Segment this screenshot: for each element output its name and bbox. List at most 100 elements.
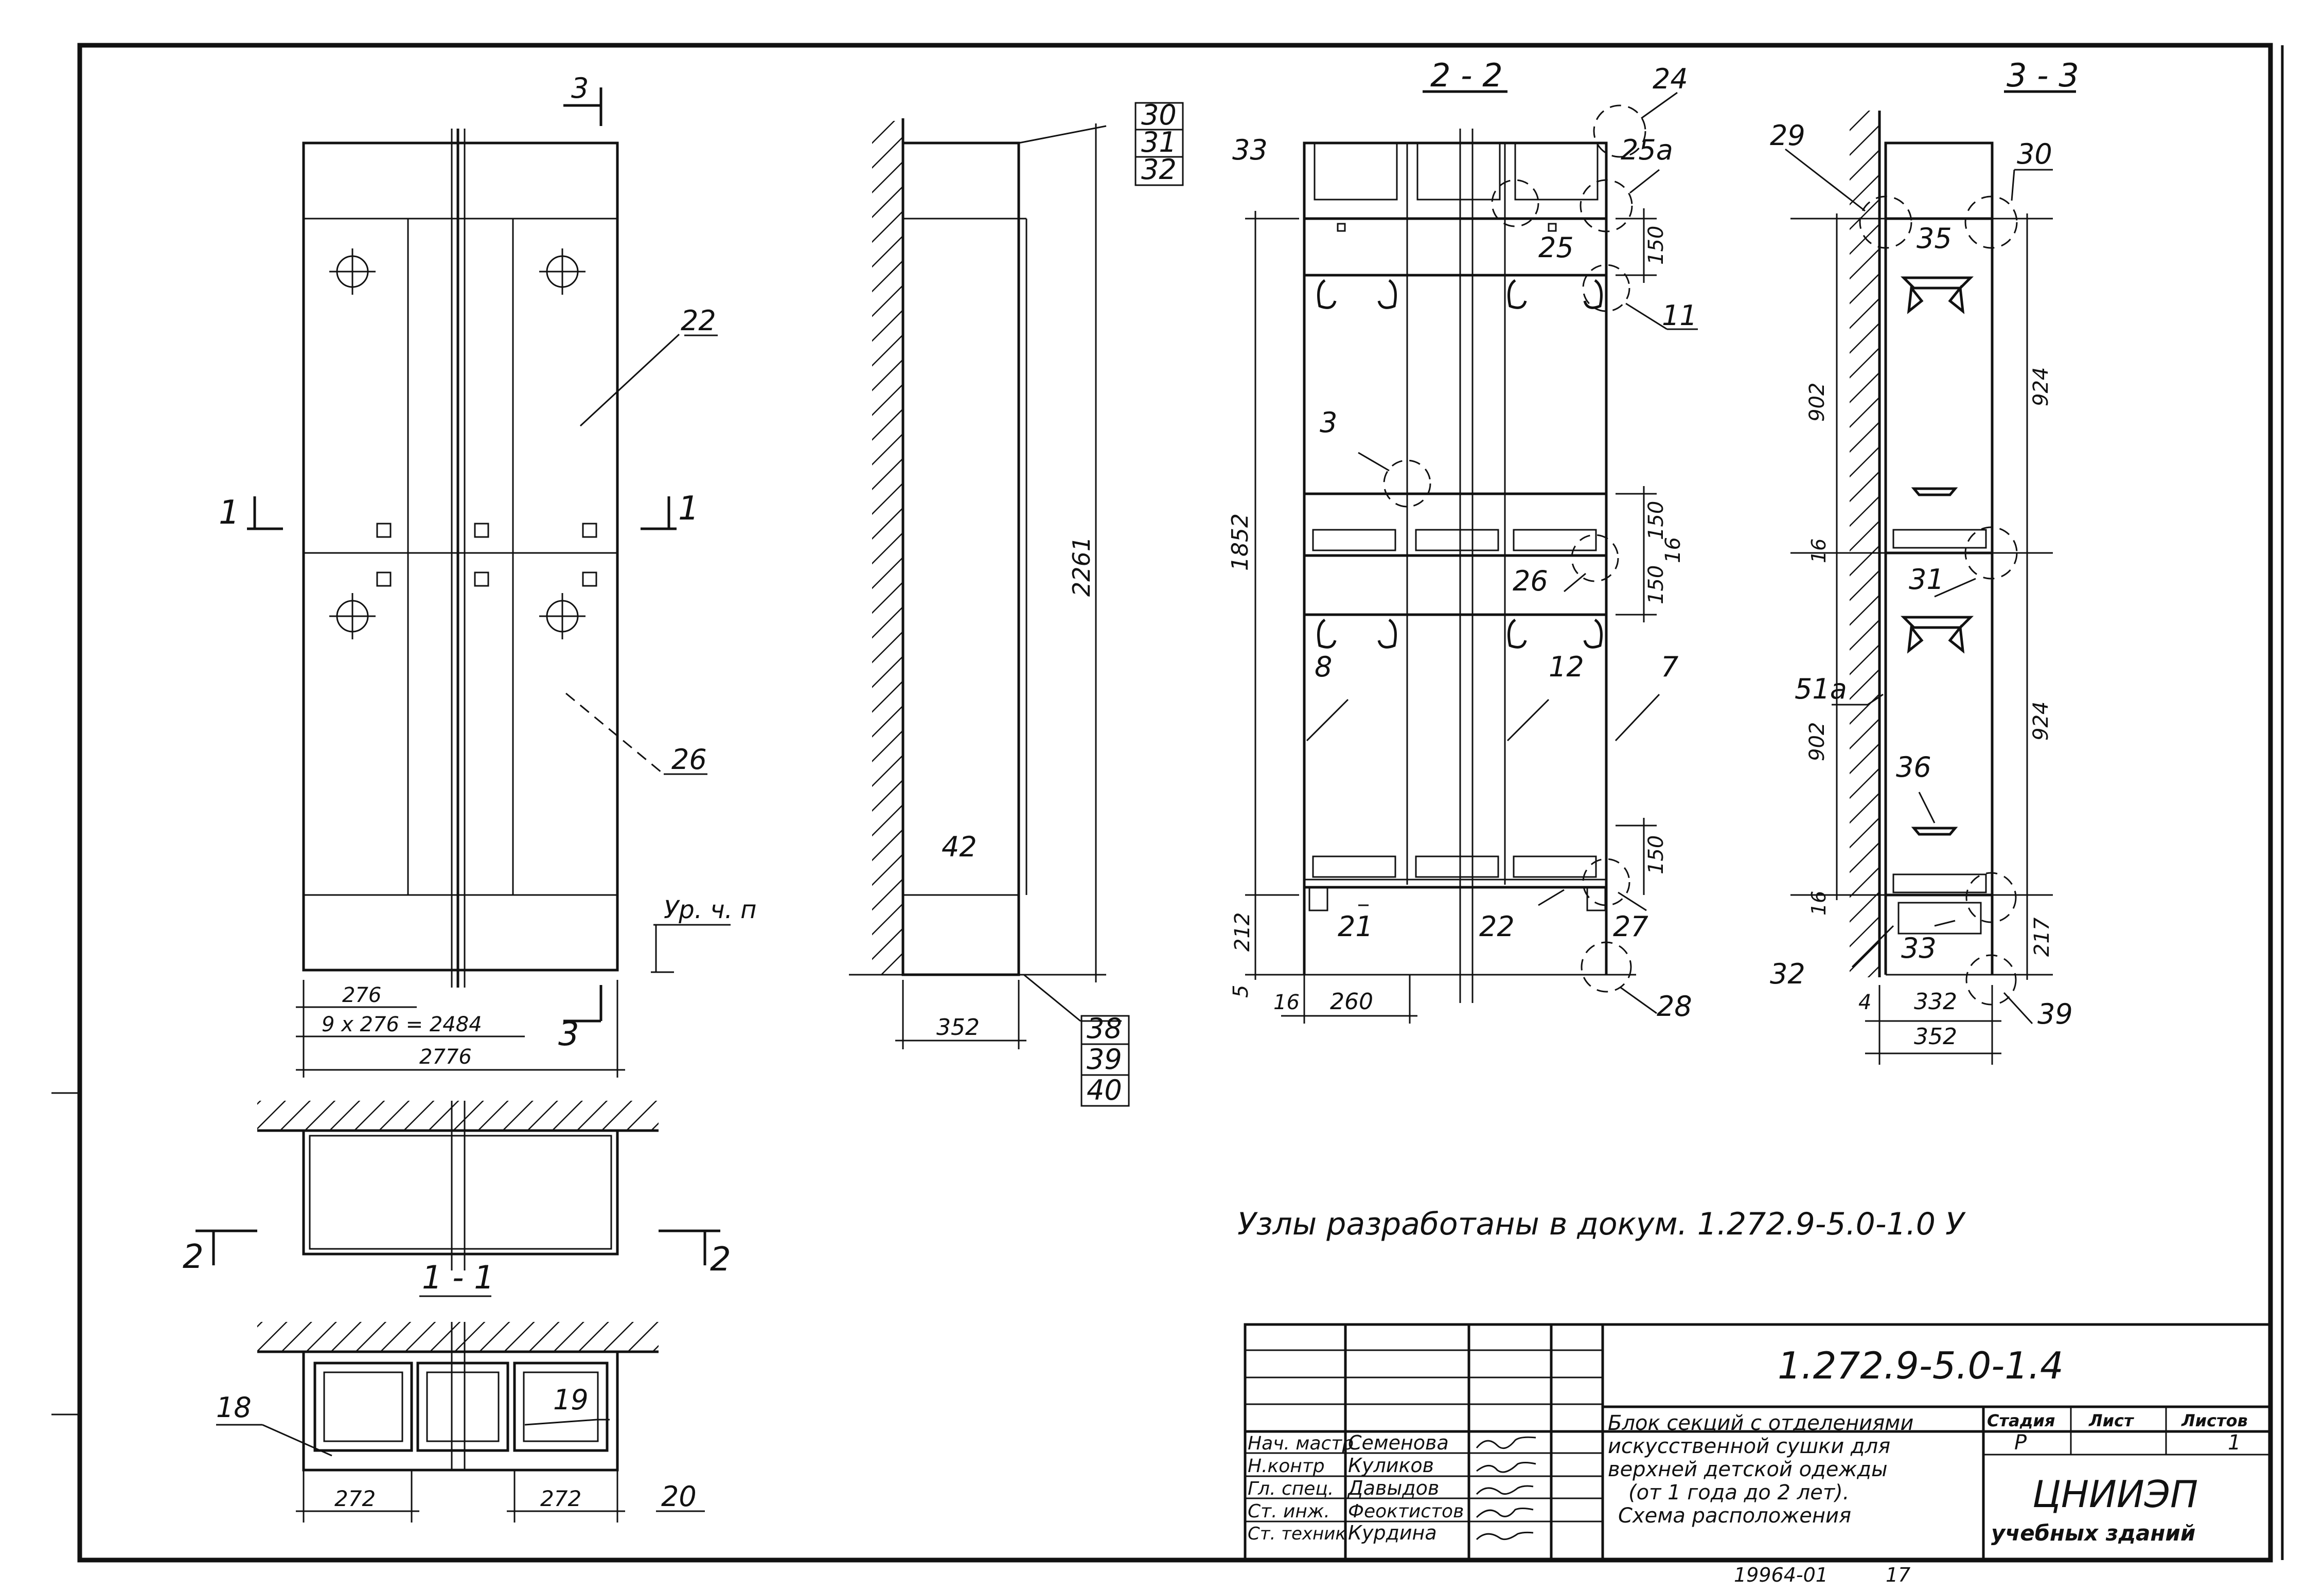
dim-16-b: 16: [1273, 991, 1300, 1014]
role-3: Гл. спец.: [1248, 1478, 1334, 1499]
plan-1-1: [196, 1101, 720, 1297]
dim-2261: 2261: [1068, 536, 1095, 597]
sheet-frame: [51, 43, 2284, 1563]
callout-24: 24: [1653, 63, 1688, 95]
callout-42: 42: [942, 831, 977, 863]
dim-217: 217: [2030, 917, 2054, 957]
dim-150-d: 150: [1644, 835, 1668, 874]
hook-symbol-icon: [329, 248, 586, 639]
description-line-5: Схема расположения: [1618, 1504, 1851, 1528]
detail-circle-icon: [1383, 104, 1646, 993]
role-5: Ст. техник: [1248, 1524, 1346, 1544]
dim-16-c: 16: [1807, 539, 1830, 563]
dim-272-right: 272: [540, 1486, 581, 1511]
dim-2776: 2776: [419, 1045, 472, 1069]
page-number: 17: [1886, 1564, 1910, 1586]
callout-19: 19: [553, 1384, 589, 1416]
side-view: [849, 102, 1184, 1107]
title-block: 1.272.9-5.0-1.4 Нач. мастр Семенова Н.ко…: [1244, 1323, 2272, 1586]
callout-7: 7: [1661, 651, 1678, 683]
callout-35: 35: [1917, 222, 1952, 255]
callout-30-sec: 30: [2017, 138, 2052, 170]
stage-header: Стадия: [1987, 1411, 2055, 1430]
dim-924-b: 924: [2029, 702, 2053, 741]
dim-150-b: 150: [1644, 501, 1668, 540]
dim-902-a: 902: [1805, 383, 1829, 422]
cut-2-left: 2: [183, 1238, 204, 1276]
callout-25: 25: [1538, 231, 1574, 264]
callout-25a: 25а: [1621, 134, 1673, 166]
cut-3-bottom: 3: [558, 1015, 579, 1053]
cut-3-top: 3: [571, 72, 589, 104]
callout-8: 8: [1315, 651, 1332, 683]
callout-39: 39: [1087, 1043, 1122, 1076]
organization-name: ЦНИИЭП: [2032, 1473, 2198, 1516]
dim-150-c: 150: [1644, 565, 1668, 604]
stage-value: Р: [2014, 1431, 2027, 1455]
level-label: Ур. ч. п: [664, 895, 757, 924]
sheet-header: Лист: [2088, 1411, 2135, 1430]
name-5: Курдина: [1348, 1521, 1437, 1544]
callout-22-sec: 22: [1479, 910, 1515, 943]
dim-924-a: 924: [2029, 367, 2053, 406]
labels: 22 26 1 1 3 3 Ур. ч. п 276 9 x 276 = 248…: [183, 57, 2079, 1513]
cut-1-right: 1: [678, 490, 699, 528]
section-3-3-title: 3 - 3: [2007, 57, 2079, 94]
role-4: Ст. инж.: [1248, 1501, 1330, 1522]
dim-4: 4: [1858, 991, 1871, 1014]
callout-32-sec: 32: [1770, 958, 1805, 990]
callout-12: 12: [1549, 651, 1584, 683]
callout-38: 38: [1087, 1012, 1122, 1045]
name-4: Феоктистов: [1348, 1501, 1464, 1522]
role-1: Нач. мастр: [1248, 1433, 1354, 1454]
dim-352-sec: 352: [1914, 1024, 1957, 1050]
callout-26: 26: [671, 743, 707, 776]
sheets-value: 1: [2228, 1431, 2241, 1455]
role-2: Н.контр: [1248, 1456, 1325, 1477]
sheets-header: Листов: [2181, 1411, 2248, 1430]
callout-33: 33: [1232, 134, 1268, 166]
description-line-3: верхней детской одежды: [1608, 1458, 1888, 1481]
organization-sub: учебных зданий: [1991, 1520, 2195, 1546]
name-1: Семенова: [1348, 1431, 1449, 1454]
detail-circle-icon: [1859, 195, 2018, 1006]
callout-36: 36: [1896, 751, 1931, 783]
dim-260: 260: [1330, 989, 1373, 1015]
section-2-2-title: 2 - 2: [1430, 57, 1503, 94]
callout-27: 27: [1613, 910, 1648, 943]
dim-276: 276: [342, 983, 381, 1007]
dim-1852: 1852: [1227, 513, 1253, 571]
cut-2-right: 2: [710, 1241, 731, 1279]
vent-grille-icon: [376, 523, 597, 587]
callout-30: 30: [1141, 99, 1177, 131]
name-2: Куликов: [1348, 1454, 1434, 1477]
inventory-number: 19964-01: [1734, 1564, 1828, 1586]
callout-31: 31: [1141, 126, 1177, 158]
description-line-2: искусственной сушки для: [1608, 1435, 1890, 1458]
callout-32: 32: [1141, 153, 1177, 186]
name-3: Давыдов: [1347, 1477, 1439, 1499]
callout-11: 11: [1662, 299, 1697, 332]
callout-18: 18: [216, 1391, 252, 1424]
description-line-4: (от 1 года до 2 лет).: [1628, 1481, 1849, 1505]
plan-2-2: [216, 1322, 705, 1523]
document-code: 1.272.9-5.0-1.4: [1778, 1344, 2064, 1387]
dim-150-a: 150: [1644, 226, 1668, 265]
dim-352-side: 352: [936, 1014, 980, 1041]
section-2-2: [1245, 90, 1698, 1024]
note-text: Узлы разработаны в докум. 1.272.9-5.0-1.…: [1237, 1206, 1966, 1242]
callout-20: 20: [661, 1480, 697, 1513]
dim-272-left: 272: [334, 1486, 376, 1511]
callout-39-sec: 39: [2037, 998, 2073, 1030]
description-line-1: Блок секций с отделениями: [1608, 1411, 1913, 1435]
section-1-1-title: 1 - 1: [422, 1259, 494, 1296]
cut-1-left: 1: [219, 494, 240, 532]
dim-902-b: 902: [1805, 722, 1829, 761]
front-view: [247, 87, 731, 1078]
callout-40: 40: [1087, 1074, 1122, 1106]
callout-22: 22: [681, 305, 716, 337]
dim-212: 212: [1231, 912, 1254, 952]
section-3-3: [1785, 90, 2076, 1065]
signature-icon: [1476, 1436, 1536, 1541]
